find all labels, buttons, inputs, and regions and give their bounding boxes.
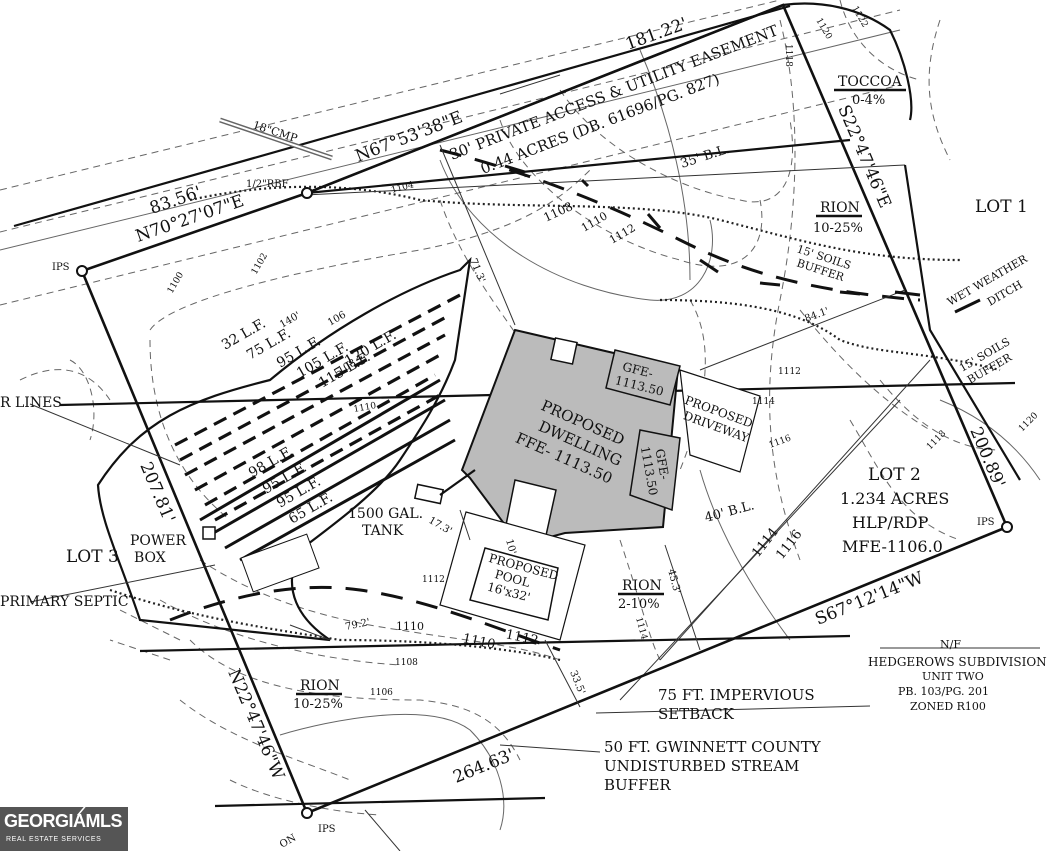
soil-labels: TOCCOA 0-4% RION 10-25% RION 2-10% RION … xyxy=(293,74,906,712)
septic-small-0: 140' xyxy=(278,310,302,330)
stream-3: BUFFER xyxy=(604,776,671,794)
pin-e xyxy=(1001,521,1013,533)
rion-sw-name: RION xyxy=(300,678,340,694)
contour-1108: 1108 xyxy=(541,199,575,225)
contour-1118: 1118 xyxy=(783,44,793,67)
power-box xyxy=(202,526,216,540)
hedge-1: HEDGEROWS SUBDIVISION xyxy=(868,655,1047,669)
bl35-label: 35' B.L. xyxy=(679,142,732,172)
dim-335: 33.5' xyxy=(567,669,587,696)
contour-1106: 1106 xyxy=(370,688,393,698)
hedge-3: PB. 103/PG. 201 xyxy=(898,685,989,698)
lot2-hlp: HLP/RDP xyxy=(852,513,929,532)
tank-line2: TANK xyxy=(362,523,404,539)
power-box-2: BOX xyxy=(134,550,166,566)
ips-nw-label: IPS xyxy=(52,262,70,273)
lot2-label: LOT 2 xyxy=(868,465,921,485)
r-lines-label: R LINES xyxy=(0,395,62,411)
logo-sub-text: REAL ESTATE SERVICES xyxy=(6,836,102,843)
contour-1104: 1104 xyxy=(390,180,415,196)
dim-453: 45.3' xyxy=(665,568,682,595)
svg-text:1110: 1110 xyxy=(396,620,424,633)
ips-e-label: IPS xyxy=(977,517,995,528)
pin-nw xyxy=(76,265,88,277)
gfe-top-box xyxy=(605,349,681,406)
svg-text:1108: 1108 xyxy=(395,658,418,668)
svg-text:1112: 1112 xyxy=(422,575,445,585)
dim-10: 10' xyxy=(503,538,518,556)
svg-text:1120: 1120 xyxy=(1017,411,1040,434)
hedge-4: ZONED R100 xyxy=(910,700,986,713)
primary-septic-label: PRIMARY SEPTIC xyxy=(0,594,129,610)
svg-text:1118: 1118 xyxy=(925,429,948,452)
pin-rbf xyxy=(301,187,313,199)
leader-lines xyxy=(29,74,1040,851)
svg-text:1112: 1112 xyxy=(504,627,539,649)
dim-173: 17.3' xyxy=(427,515,454,537)
lot2-acres: 1.234 ACRES xyxy=(840,489,949,508)
tank-text: 1500 GAL. TANK xyxy=(348,506,423,539)
easement-lines xyxy=(0,0,901,306)
on-label: ON xyxy=(278,832,298,850)
contour-1110: 1110 xyxy=(579,209,610,234)
lot3-label: LOT 3 xyxy=(66,547,119,567)
dim-713: 71.3' xyxy=(467,257,487,284)
power-box-1: POWER xyxy=(130,533,187,549)
toccoa-name: TOCCOA xyxy=(838,74,903,90)
contour-1100: 1100 xyxy=(166,270,186,295)
contour-1120: 1120 xyxy=(813,17,833,42)
ips-s-label: IPS xyxy=(318,824,336,835)
rion-ne-slope: 10-25% xyxy=(813,221,863,236)
svg-text:1114: 1114 xyxy=(633,616,649,641)
pool xyxy=(469,547,559,621)
contour-1114: 1114 xyxy=(752,397,775,407)
contour-1116: 1116 xyxy=(768,433,793,450)
property-boundary xyxy=(80,3,1009,815)
easement-line1: 30' PRIVATE ACCESS & UTILITY EASEMENT xyxy=(447,21,781,163)
impervious-2: SETBACK xyxy=(658,705,735,723)
svg-text:1110: 1110 xyxy=(461,631,496,653)
logo-main-text: GEORGIAMLS xyxy=(4,811,123,831)
septic-tank xyxy=(413,483,445,505)
contour-1102: 1102 xyxy=(250,252,270,277)
contour-1112: 1112 xyxy=(607,221,638,246)
stream-1: 50 FT. GWINNETT COUNTY xyxy=(604,738,822,756)
dim-841: 84.1' xyxy=(803,306,830,325)
rion-ne-name: RION xyxy=(820,200,860,216)
north-distance: 181.22' xyxy=(623,14,690,55)
rbf-label: 1/2"RBF xyxy=(246,179,289,190)
impervious-1: 75 FT. IMPERVIOUS xyxy=(658,686,815,704)
svg-text:1112: 1112 xyxy=(778,367,801,377)
stream-2: UNDISTURBED STREAM xyxy=(604,757,799,775)
wet-weather-ditch xyxy=(504,164,981,314)
rion-s-slope: 2-10% xyxy=(618,597,660,612)
east-distance: 200.89' xyxy=(965,424,1008,491)
svg-text:1110: 1110 xyxy=(353,401,378,415)
pin-s xyxy=(301,807,313,819)
gfe-right-1: GFE- xyxy=(653,448,672,481)
hedge-2: UNIT TWO xyxy=(922,670,984,683)
tank-line1: 1500 GAL. xyxy=(348,506,423,522)
lot1-label: LOT 1 xyxy=(975,197,1028,217)
lot-labels: LOT 1 LOT 2 1.234 ACRES HLP/RDP MFE-1106… xyxy=(66,197,1028,567)
toccoa-slope: 0-4% xyxy=(852,93,885,108)
georgia-mls-logo: GEORGIAMLS REAL ESTATE SERVICES xyxy=(0,803,128,851)
west-distance: 207.81' xyxy=(135,459,178,526)
gfe-right-box xyxy=(629,429,681,512)
west-bearing: N22°47'46"W xyxy=(223,666,288,783)
rion-sw-slope: 10-25% xyxy=(293,697,343,712)
lot2-mfe: MFE-1106.0 xyxy=(842,537,943,556)
nf-label: N/F xyxy=(940,638,961,651)
septic-lines-lower xyxy=(199,378,456,562)
septic-upper-labels: 32 L.F. 75 L.F. 95 L.F. 105 L.F. 115 L.F… xyxy=(219,310,399,392)
dim-792: 79.2' xyxy=(344,617,371,633)
rion-s-name: RION xyxy=(622,578,662,594)
septic-lines-upper xyxy=(174,293,461,522)
driveway xyxy=(679,369,761,473)
